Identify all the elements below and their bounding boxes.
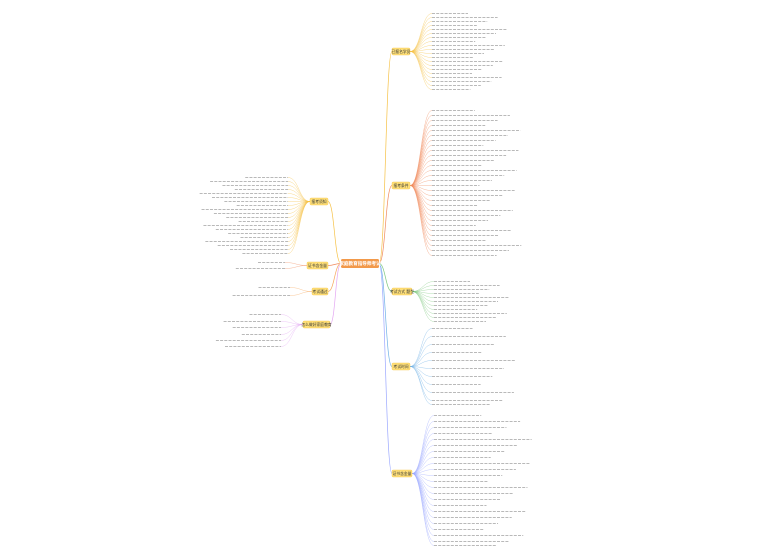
leaf-connector <box>409 185 433 241</box>
branch-box <box>391 362 411 371</box>
leaf-connector <box>409 366 433 393</box>
leaf-connector <box>409 25 433 52</box>
branch-right-b2[interactable]: 报考条件 <box>391 181 411 190</box>
edge-b3 <box>378 263 393 292</box>
leaf-connector <box>409 21 433 52</box>
leaf-connector <box>409 366 433 405</box>
branch-right-b4[interactable]: 考试时间 <box>391 362 411 371</box>
leaf-connector <box>409 125 433 186</box>
edge-b4 <box>378 263 393 367</box>
leaf-connector <box>284 262 308 266</box>
branch-box <box>311 287 329 296</box>
leaf-connector <box>411 451 435 474</box>
leaf-connector <box>411 291 435 314</box>
branch-right-b3[interactable]: 考试方式 题型 <box>390 287 414 296</box>
branch-left-l3[interactable]: 考试通过 <box>311 287 329 296</box>
branch-box <box>391 287 413 296</box>
branch-right-b1[interactable]: 已报名学员 <box>391 47 411 56</box>
leaf-connector <box>411 473 435 512</box>
branch-box <box>391 47 411 56</box>
leaf-connector <box>409 165 433 186</box>
leaf-connector <box>409 336 433 367</box>
branch-label: 怎么做好家庭教育 <box>301 322 332 327</box>
branch-label: 考试时间 <box>393 364 408 369</box>
leaf-connector <box>280 324 304 341</box>
edge-l1 <box>327 201 342 264</box>
leaf-connector <box>411 281 435 292</box>
leaf-connector <box>409 140 433 186</box>
root-node[interactable]: 家庭教育指导师考试 <box>339 259 381 268</box>
leaf-connector <box>287 201 311 222</box>
root-label: 家庭教育指导师考试 <box>339 260 381 267</box>
leaf-connector <box>411 473 435 530</box>
branch-box <box>391 469 413 478</box>
leaf-connector <box>409 135 433 186</box>
leaf-connector <box>409 130 433 186</box>
branch-label: 考试通过 <box>312 289 327 294</box>
leaf-connector <box>409 185 433 231</box>
branch-label: 已报名学员 <box>392 49 411 54</box>
edge-l2 <box>327 263 342 266</box>
branch-box <box>306 261 329 270</box>
leaf-connector <box>409 366 433 385</box>
branch-label: 报考须知 <box>311 199 326 204</box>
leaf-connector <box>409 185 433 246</box>
leaf-connector <box>411 415 435 474</box>
leaf-connector <box>289 287 313 292</box>
leaf-connector <box>287 181 311 202</box>
leaf-connector <box>289 291 313 296</box>
branch-box <box>302 320 331 329</box>
edge-b5 <box>378 263 393 474</box>
leaf-connector <box>409 344 433 367</box>
branch-label: 考试方式 题型 <box>390 289 414 294</box>
leaf-connector <box>411 421 435 474</box>
branch-right-b5[interactable]: 证书含金量 <box>391 469 413 478</box>
root-box <box>341 259 379 268</box>
leaf-connector <box>280 324 304 347</box>
leaf-connector <box>409 185 433 211</box>
leaf-connector <box>409 33 433 52</box>
leaf-connector <box>409 115 433 186</box>
leaf-connector <box>409 160 433 186</box>
leaf-connector <box>411 427 435 474</box>
leaf-connector <box>287 201 311 254</box>
branch-label: 证书含金量 <box>308 263 327 268</box>
edge-b2 <box>378 185 393 264</box>
branch-label: 证书含金量 <box>393 471 412 476</box>
leaf-connector <box>411 289 435 292</box>
leaf-connector <box>409 29 433 52</box>
branch-label: 报考条件 <box>393 183 408 188</box>
leaf-connector <box>409 51 433 82</box>
leaf-connector <box>409 51 433 78</box>
branch-box <box>391 181 411 190</box>
leaf-connector <box>409 352 433 367</box>
leaf-connector <box>287 185 311 202</box>
leaf-connector <box>411 291 435 302</box>
leaf-connector <box>411 291 435 318</box>
leaf-connector <box>287 177 311 202</box>
leaf-connector <box>411 433 435 474</box>
leaf-connector <box>287 201 311 250</box>
leaf-connector <box>284 265 308 269</box>
leaf-connector <box>287 201 311 246</box>
edge-l4 <box>329 263 342 325</box>
leaf-connector <box>409 110 433 186</box>
leaf-connector <box>409 185 433 256</box>
branch-box <box>309 197 329 206</box>
edge-l3 <box>327 263 342 292</box>
leaf-connector <box>411 473 435 546</box>
leaf-connector <box>411 291 435 322</box>
branch-left-l1[interactable]: 报考须知 <box>309 197 329 206</box>
edge-b1 <box>378 51 393 264</box>
branch-left-l2[interactable]: 证书含金量 <box>306 261 329 270</box>
branch-left-l4[interactable]: 怎么做好家庭教育 <box>301 320 332 329</box>
leaf-connector <box>411 473 435 494</box>
